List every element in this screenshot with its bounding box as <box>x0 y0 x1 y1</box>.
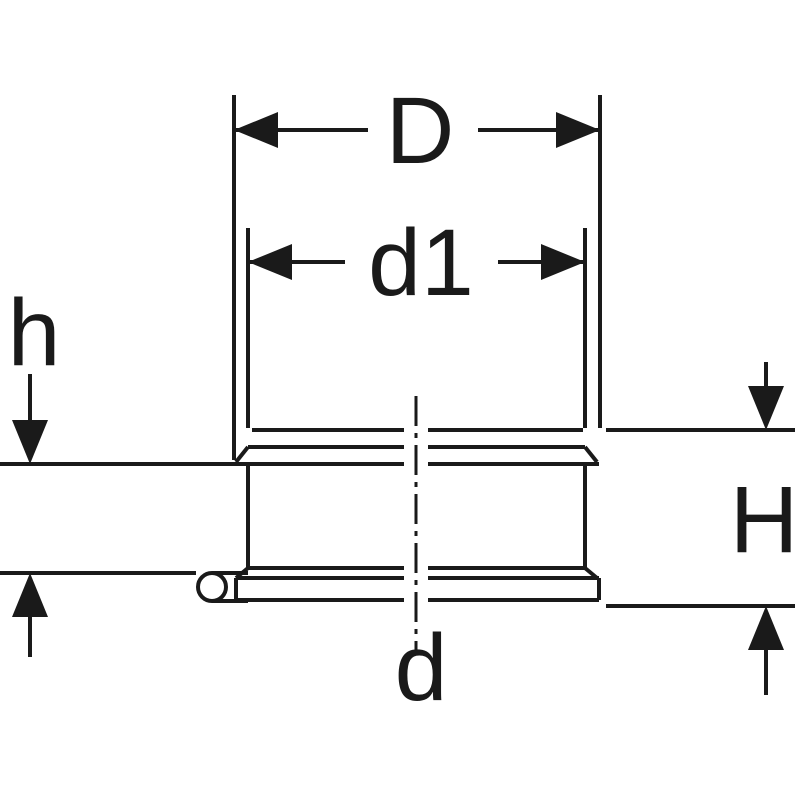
arrow-down-icon <box>748 386 784 430</box>
dimension-d: d <box>395 615 448 721</box>
dimension-H: H <box>606 362 798 695</box>
arrow-right-icon <box>556 112 600 148</box>
label-d1: d1 <box>368 210 474 316</box>
arrow-up-icon <box>12 573 48 617</box>
fitting-outline <box>0 428 601 602</box>
arrow-right-icon <box>541 244 585 280</box>
label-h: h <box>8 280 61 386</box>
arrow-left-icon <box>234 112 278 148</box>
dimension-h: h <box>0 280 196 657</box>
label-D: D <box>386 78 455 184</box>
arrow-down-icon <box>12 420 48 464</box>
dimension-d1: d1 <box>246 210 587 428</box>
collar-slant-right <box>583 445 599 464</box>
arrow-up-icon <box>748 606 784 650</box>
terminal-cap <box>196 571 228 603</box>
label-H: H <box>730 467 799 573</box>
collar-slant-left <box>234 445 250 464</box>
fusion-terminal-nub <box>196 571 248 603</box>
arrow-left-icon <box>248 244 292 280</box>
label-d: d <box>395 615 448 721</box>
dimension-D: D <box>232 78 602 460</box>
